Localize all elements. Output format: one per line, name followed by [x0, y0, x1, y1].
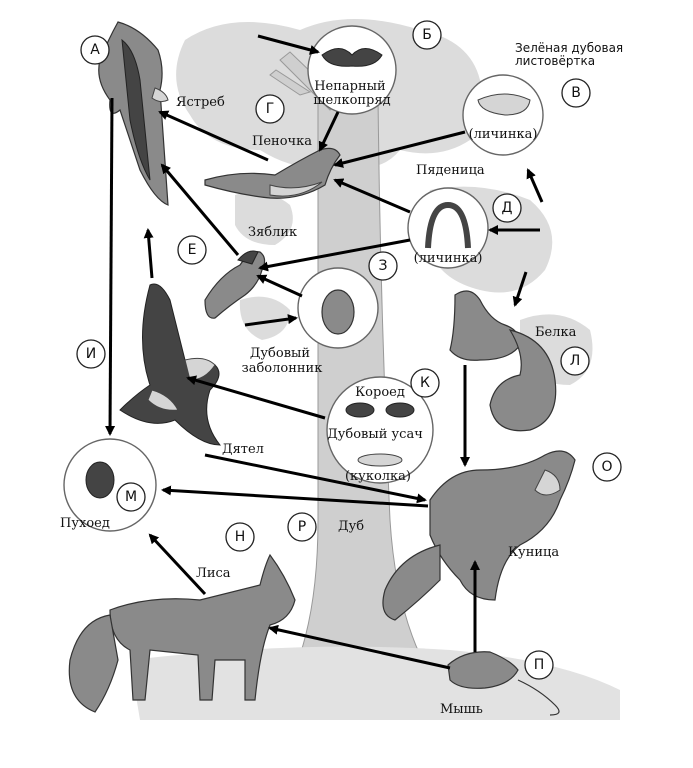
- svg-text:К: К: [420, 375, 430, 391]
- arrow-into-weevil: [244, 314, 298, 327]
- svg-text:П: П: [534, 657, 545, 673]
- arrow-woodpecker-to-marten: [204, 453, 427, 504]
- bubble-beetles: [326, 376, 434, 484]
- svg-text:О: О: [601, 459, 612, 475]
- letter-r: Р: [287, 512, 317, 542]
- label-longhorn: Дубовый усач: [327, 427, 423, 442]
- label-pupa: (куколка): [345, 469, 411, 484]
- label-gypsy-moth-line1: Непарный: [314, 79, 385, 94]
- letter-d: Д: [492, 193, 522, 223]
- letter-z: З: [368, 251, 398, 281]
- arrow-roller-to-warbler: [333, 130, 466, 168]
- bubble-oak-weevil: [297, 267, 379, 349]
- arrow-weevil-to-chaffinch: [256, 274, 303, 298]
- label-mouse: Мышь: [440, 702, 483, 717]
- letter-v: В: [561, 78, 591, 108]
- svg-text:А: А: [90, 42, 100, 58]
- arrow-fox-to-ground-beetle: [148, 533, 207, 596]
- svg-text:Р: Р: [298, 519, 306, 535]
- label-looper: Пяденица: [416, 163, 485, 178]
- bubble-oak-roller-larva: [462, 74, 544, 156]
- arrow-mouse-to-fox: [268, 624, 451, 670]
- label-looper-larva: (личинка): [414, 251, 483, 266]
- label-bark-beetle: Короед: [355, 385, 405, 400]
- marten-illustration: [382, 450, 576, 621]
- squirrel-illustration: [449, 290, 557, 432]
- label-oak: Дуб: [338, 519, 364, 534]
- letter-o: О: [592, 452, 622, 482]
- label-hawk: Ястреб: [176, 95, 225, 110]
- label-gypsy-moth: Непарный шелкопряд: [313, 79, 390, 108]
- letter-m: М: [116, 482, 146, 512]
- fox-illustration: [68, 553, 296, 713]
- letter-g: Г: [255, 94, 285, 124]
- arrow-into-roller: [526, 168, 544, 203]
- label-chaffinch: Зяблик: [248, 225, 297, 240]
- arrow-woodpecker-to-hawk: [143, 228, 154, 279]
- svg-text:Г: Г: [266, 101, 275, 117]
- label-gypsy-moth-line2: шелкопряд: [313, 93, 390, 108]
- food-web-arrows: [105, 34, 544, 670]
- woodpecker-illustration: [119, 283, 222, 446]
- letter-l: Л: [560, 346, 590, 376]
- letter-a: А: [80, 35, 110, 65]
- svg-text:Б: Б: [422, 27, 432, 43]
- svg-text:З: З: [379, 258, 388, 274]
- svg-text:М: М: [125, 489, 137, 505]
- label-fox: Лиса: [196, 566, 231, 581]
- arrow-warbler-to-hawk: [158, 110, 269, 162]
- arrow-marten-to-ground-beetle: [161, 485, 429, 508]
- arrow-into-squirrel: [512, 271, 528, 307]
- svg-text:Д: Д: [502, 200, 513, 216]
- arrow-looper-to-chaffinch: [258, 238, 411, 272]
- svg-text:Н: Н: [235, 529, 246, 545]
- label-roller-larva: (личинка): [469, 127, 538, 142]
- letter-e: Е: [177, 235, 207, 265]
- label-warbler: Пеночка: [252, 134, 312, 149]
- svg-text:И: И: [86, 346, 96, 362]
- organism-labels: Непарный шелкопряд Зелёная дубовая листо…: [60, 41, 627, 717]
- svg-text:Л: Л: [570, 353, 581, 369]
- mouse-illustration: [447, 651, 560, 716]
- arrow-beetles-to-woodpecker: [186, 375, 326, 420]
- svg-text:В: В: [571, 85, 581, 101]
- label-ground-beetle: Пухоед: [60, 516, 110, 531]
- label-woodpecker: Дятел: [222, 442, 264, 457]
- label-oak-weevil: Дубовый заболонник: [242, 346, 323, 376]
- arrow-chaffinch-to-hawk: [160, 163, 240, 256]
- warbler-illustration: [204, 147, 341, 199]
- arrow-looper-to-warbler: [333, 178, 411, 214]
- letter-n: Н: [225, 522, 255, 552]
- letter-markers: А Б В Г Д Е З И К Л М Н О Р П: [76, 20, 622, 680]
- letter-k: К: [410, 368, 440, 398]
- label-squirrel: Белка: [535, 325, 577, 340]
- bubble-looper-larva: [407, 187, 489, 269]
- letter-i: И: [76, 339, 106, 369]
- label-marten: Куница: [508, 545, 559, 560]
- letter-b: Б: [412, 20, 442, 50]
- arrow-into-moth: [257, 34, 320, 55]
- svg-text:Е: Е: [188, 242, 197, 258]
- arrow-hawk-to-ground-beetle: [105, 97, 116, 436]
- letter-p: П: [524, 650, 554, 680]
- arrow-moth-to-warbler: [318, 111, 340, 152]
- bubble-gypsy-moth: [307, 25, 397, 115]
- label-oak-roller: Зелёная дубовая листовёртка: [515, 41, 627, 68]
